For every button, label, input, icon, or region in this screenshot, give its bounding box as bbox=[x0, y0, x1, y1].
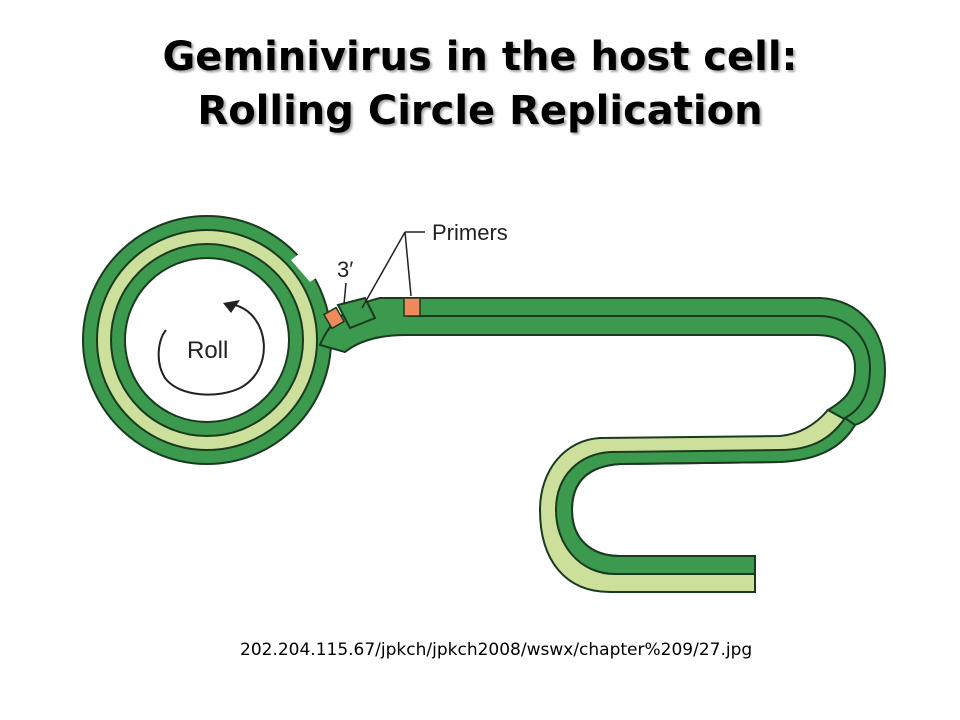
title-line-2: Rolling Circle Replication bbox=[197, 88, 763, 134]
fork-fragment bbox=[336, 296, 377, 330]
three-prime-pointer bbox=[343, 282, 347, 305]
three-prime-label: 3′ bbox=[337, 257, 353, 282]
outer-ring-gap bbox=[291, 238, 340, 282]
image-source-caption: 202.204.115.67/jpkch/jpkch2008/wswx/chap… bbox=[240, 640, 753, 660]
strand-division-line bbox=[406, 315, 872, 419]
roll-arrow-head bbox=[223, 300, 240, 313]
primer-pointer-2 bbox=[404, 231, 412, 297]
primer-pointer-1 bbox=[361, 231, 406, 309]
roll-arrow bbox=[157, 304, 265, 396]
slide-title: Geminivirus in the host cell: Rolling Ci… bbox=[0, 30, 960, 138]
primer-fork bbox=[322, 306, 346, 330]
displaced-strand-upper bbox=[318, 297, 887, 427]
circle-center bbox=[124, 257, 290, 423]
primers-label: Primers bbox=[432, 220, 508, 245]
primer-tail bbox=[403, 297, 421, 317]
replicating-circle bbox=[82, 215, 340, 465]
title-line-1: Geminivirus in the host cell: bbox=[162, 34, 798, 80]
roll-label: Roll bbox=[187, 337, 228, 364]
displaced-strand-lower-dark bbox=[554, 416, 857, 575]
